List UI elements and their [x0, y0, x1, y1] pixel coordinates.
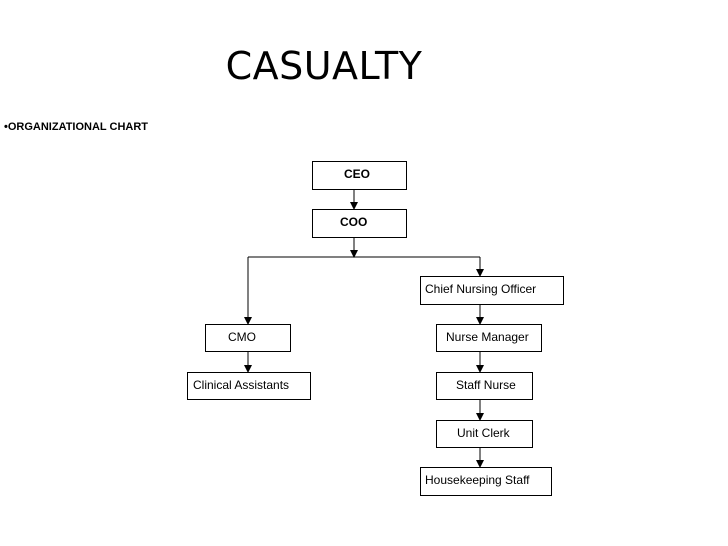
section-heading: •ORGANIZATIONAL CHART [4, 121, 148, 133]
node-coo: COO [312, 209, 407, 238]
node-ceo: CEO [312, 161, 407, 190]
node-staff-nurse: Staff Nurse [436, 372, 533, 400]
node-cmo: CMO [205, 324, 291, 352]
node-unit-clerk: Unit Clerk [436, 420, 533, 448]
node-nurse-manager: Nurse Manager [436, 324, 542, 352]
node-clinical-assistants: Clinical Assistants [187, 372, 311, 400]
node-chief-nursing-officer: Chief Nursing Officer [420, 276, 564, 305]
slide-title: CASUALTY [225, 44, 423, 88]
node-housekeeping-staff: Housekeeping Staff [420, 467, 552, 496]
